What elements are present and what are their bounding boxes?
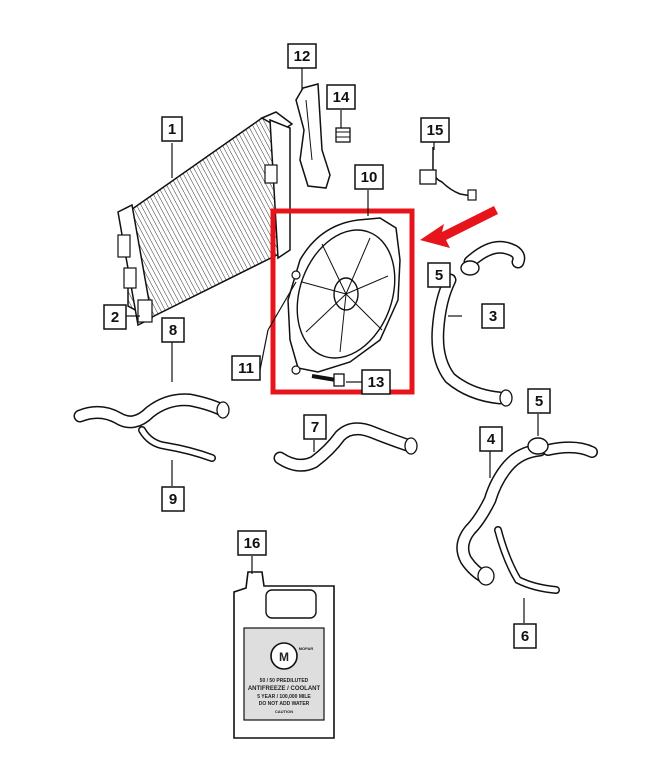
jug-line1: 50 / 50 PREDILUTED (260, 678, 309, 684)
svg-text:15: 15 (427, 122, 444, 139)
label-15: 15 (420, 117, 450, 143)
svg-text:13: 13 (368, 374, 385, 391)
svg-text:2: 2 (111, 309, 119, 326)
jug-line3: 5 YEAR / 100,000 MILE (257, 694, 311, 700)
label-4: 4 (479, 426, 503, 452)
bolt (311, 373, 345, 387)
label-5-upper: 5 (427, 262, 451, 288)
svg-text:5: 5 (535, 393, 543, 410)
label-11: 11 (231, 355, 261, 381)
lower-hose (456, 437, 598, 586)
fan-assembly (287, 217, 401, 375)
leader-lines (126, 68, 539, 623)
label-8: 8 (161, 317, 185, 343)
svg-text:M: M (279, 650, 289, 664)
svg-text:5: 5 (435, 267, 443, 284)
svg-text:12: 12 (294, 48, 311, 65)
highlight-arrow (420, 206, 498, 248)
label-1: 1 (161, 116, 183, 142)
jug-line5: CAUTION (275, 709, 293, 714)
label-13: 13 (361, 369, 391, 395)
label-10: 10 (354, 164, 384, 190)
svg-text:14: 14 (333, 89, 350, 106)
label-14: 14 (326, 84, 356, 110)
label-12: 12 (287, 43, 317, 69)
coolant-jug: M MOPAR 50 / 50 PREDILUTED ANTIFREEZE / … (233, 571, 335, 739)
label-7: 7 (303, 414, 327, 440)
svg-text:1: 1 (168, 121, 176, 138)
hose-8 (73, 393, 230, 429)
jug-brand: MOPAR (299, 646, 314, 651)
svg-text:10: 10 (361, 169, 378, 186)
svg-text:9: 9 (169, 491, 177, 508)
svg-text:3: 3 (489, 308, 497, 325)
svg-text:8: 8 (169, 322, 177, 339)
fastener (335, 127, 351, 143)
radiator (117, 111, 294, 327)
air-deflector (295, 83, 331, 189)
jug-line2: ANTIFREEZE / COOLANT (248, 686, 321, 692)
hose-9 (138, 426, 216, 462)
label-3: 3 (481, 303, 505, 329)
small-hose (494, 526, 560, 594)
sensor-harness (419, 147, 477, 201)
jug-line4: DO NOT ADD WATER (259, 701, 310, 707)
hose-7 (273, 422, 418, 472)
label-2: 2 (103, 304, 127, 330)
label-5-lower: 5 (527, 388, 551, 414)
svg-text:16: 16 (244, 535, 261, 552)
highlight-box (270, 208, 415, 395)
svg-text:4: 4 (487, 431, 496, 448)
label-9: 9 (161, 486, 185, 512)
upper-hose (431, 240, 526, 407)
svg-text:6: 6 (521, 628, 529, 645)
mopar-logo-icon (270, 642, 298, 670)
label-16: 16 (237, 530, 267, 556)
svg-text:7: 7 (311, 419, 319, 436)
label-6: 6 (513, 623, 537, 649)
svg-text:11: 11 (238, 360, 254, 377)
